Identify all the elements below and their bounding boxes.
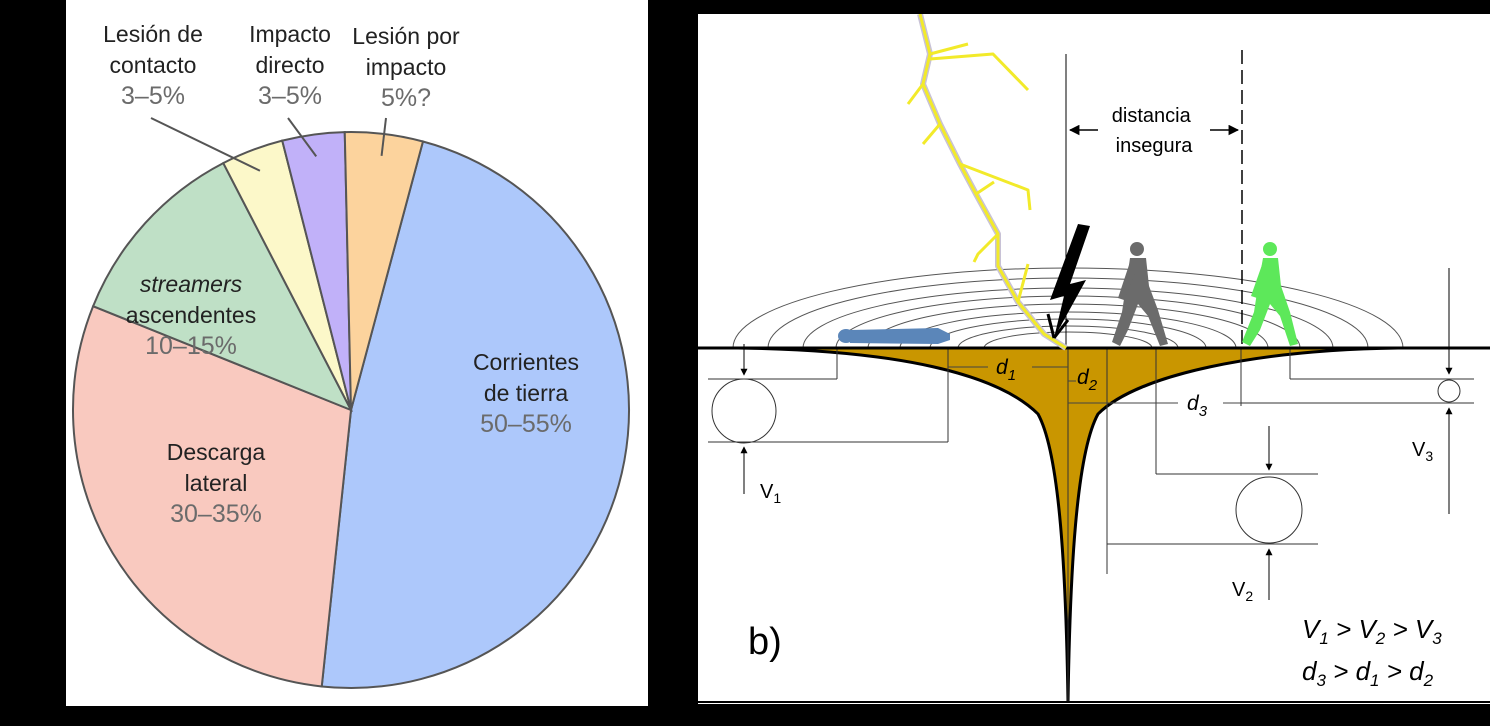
pie-label-upward-streamers: streamers bbox=[140, 271, 243, 297]
v2-indicator bbox=[1107, 426, 1318, 600]
pie-label-direct-strike: Impacto bbox=[249, 21, 331, 47]
lightning-arrow-icon bbox=[1046, 313, 1070, 339]
pie-slice-side-flash bbox=[72, 304, 353, 688]
diagram-svg: d1 d2 d3 V1 V2 V3 bbox=[698, 13, 1490, 703]
label-v3: V3 bbox=[1412, 439, 1433, 464]
label-d1: d1 bbox=[996, 356, 1016, 384]
v3-indicator bbox=[1241, 268, 1474, 514]
victim-lying-figure bbox=[838, 328, 950, 344]
potential-arc bbox=[957, 325, 1179, 349]
label-d3: d3 bbox=[1187, 392, 1208, 420]
pie-leader-blunt-injury bbox=[380, 117, 387, 156]
pie-label-upward-streamers: ascendentes bbox=[126, 302, 256, 328]
pie-label-side-flash: Descarga bbox=[167, 439, 266, 465]
pie-value-upward-streamers: 10–15% bbox=[145, 332, 237, 360]
pie-slice-ground-currents bbox=[320, 140, 630, 689]
pie-value-direct-strike: 3–5% bbox=[258, 82, 322, 110]
v1-indicator bbox=[708, 344, 948, 494]
ground-potential-diagram: d1 d2 d3 V1 V2 V3 bbox=[698, 13, 1490, 704]
label-v2: V2 bbox=[1232, 579, 1253, 604]
pie-label-blunt-injury: Lesión por bbox=[352, 23, 460, 49]
pie-label-blunt-injury: impacto bbox=[366, 54, 447, 80]
equation-voltages: V1 > V2 > V3 bbox=[1302, 614, 1442, 648]
pie-label-direct-strike: directo bbox=[255, 52, 324, 78]
person-grey-figure bbox=[1112, 242, 1168, 346]
potential-arc bbox=[899, 311, 1237, 349]
pie-chart: Corrientes de tierra 50–55% Descarga lateral… bbox=[72, 21, 630, 689]
pie-label-contact-injury: Lesión de bbox=[103, 21, 203, 47]
pie-leader-direct-strike bbox=[287, 117, 318, 157]
potential-arc bbox=[983, 331, 1153, 349]
pie-leader-contact-injury bbox=[150, 117, 261, 172]
pie-value-contact-injury: 3–5% bbox=[121, 82, 185, 110]
label-d2: d2 bbox=[1077, 366, 1098, 394]
funnel-divisions bbox=[836, 348, 1291, 702]
pie-label-ground-currents: de tierra bbox=[484, 380, 569, 406]
distance-markers bbox=[948, 366, 1241, 404]
lightning-icon bbox=[1050, 224, 1090, 338]
person-green-figure bbox=[1242, 242, 1298, 346]
pie-slice-upward-streamers bbox=[91, 161, 354, 412]
panel-label-b: b) bbox=[748, 621, 782, 663]
lightning-bolt bbox=[906, 13, 1068, 351]
pie-label-ground-currents: Corrientes bbox=[473, 349, 579, 375]
equation-distances: d3 > d1 > d2 bbox=[1302, 656, 1434, 690]
pie-label-contact-injury: contacto bbox=[110, 52, 197, 78]
pie-value-side-flash: 30–35% bbox=[170, 500, 262, 528]
pie-value-ground-currents: 50–55% bbox=[480, 410, 572, 438]
unsafe-distance-label: distancia insegura bbox=[1112, 105, 1197, 157]
label-v1: V1 bbox=[760, 481, 781, 506]
pie-chart-panel: Corrientes de tierra 50–55% Descarga lateral… bbox=[66, 0, 648, 706]
pie-label-side-flash: lateral bbox=[185, 470, 248, 496]
pie-value-blunt-injury: 5%? bbox=[381, 84, 431, 112]
